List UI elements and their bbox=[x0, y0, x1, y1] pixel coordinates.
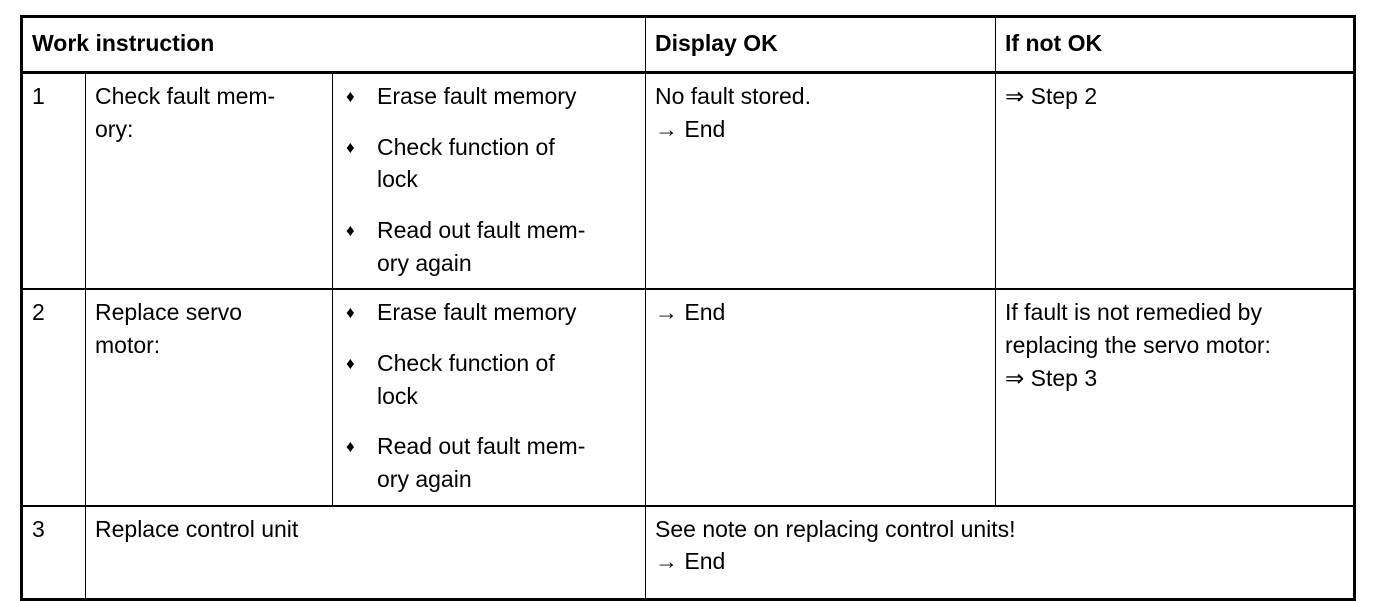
diamond-bullet-icon: ♦ bbox=[346, 353, 355, 373]
table-row: 1 Check fault mem- ory: ♦ Erase fault me… bbox=[21, 72, 1355, 290]
if-not-ok-line: ⇒ Step 3 bbox=[1005, 364, 1098, 391]
display-ok-line: No fault stored. bbox=[655, 83, 811, 109]
step-task-line: Replace control unit bbox=[95, 515, 299, 542]
step-if-not-ok: ⇒ Step 2 bbox=[995, 72, 1355, 290]
display-ok-line: See note on replacing control units! bbox=[655, 515, 1016, 542]
step-task-line: Replace servo bbox=[95, 299, 243, 326]
step-task-line: ory: bbox=[95, 115, 134, 142]
action-text-line: ory again bbox=[377, 465, 472, 492]
list-item: ♦ Erase fault memory bbox=[342, 80, 636, 113]
procedure-table-container: Work instruction Display OK If not OK 1 … bbox=[20, 15, 1356, 601]
step-task: Replace servo motor: bbox=[85, 288, 333, 507]
list-item: ♦ Read out fault mem- ory again bbox=[342, 214, 636, 279]
action-text-line: Read out fault mem- bbox=[377, 216, 586, 243]
if-not-ok-line: If fault is not remedied by bbox=[1005, 299, 1262, 326]
step-display-ok: → End bbox=[645, 288, 996, 507]
if-not-ok-line: ⇒ Step 2 bbox=[1005, 83, 1098, 109]
table-row: 3 Replace control unit See note on repla… bbox=[21, 504, 1355, 601]
step-if-not-ok: If fault is not remedied by replacing th… bbox=[995, 288, 1355, 507]
action-list: ♦ Erase fault memory ♦ Check function of… bbox=[342, 80, 636, 279]
diamond-bullet-icon: ♦ bbox=[346, 303, 355, 323]
column-header-display-ok: Display OK bbox=[645, 16, 996, 74]
action-text-line: Erase fault memory bbox=[377, 299, 577, 326]
table-header-row: Work instruction Display OK If not OK bbox=[21, 16, 1355, 74]
step-display-ok: See note on replacing control units! → E… bbox=[645, 504, 1355, 601]
action-text-line: Check function of bbox=[377, 349, 555, 376]
list-item: ♦ Check function of lock bbox=[342, 347, 636, 412]
step-task: Replace control unit bbox=[85, 504, 646, 601]
action-text-line: lock bbox=[377, 166, 418, 193]
step-display-ok: No fault stored. → End bbox=[645, 72, 996, 290]
action-list: ♦ Erase fault memory ♦ Check function of… bbox=[342, 296, 636, 495]
diamond-bullet-icon: ♦ bbox=[346, 137, 355, 157]
diamond-bullet-icon: ♦ bbox=[346, 437, 355, 457]
list-item: ♦ Read out fault mem- ory again bbox=[342, 430, 636, 495]
document-page: Work instruction Display OK If not OK 1 … bbox=[20, 15, 1356, 601]
action-text-line: Read out fault mem- bbox=[377, 433, 586, 460]
action-text-line: ory again bbox=[377, 249, 472, 276]
display-ok-line: → End bbox=[655, 115, 726, 142]
step-task-line: Check fault mem- bbox=[95, 83, 276, 109]
step-number: 2 bbox=[21, 288, 86, 507]
table-row: 2 Replace servo motor: ♦ Erase fault mem… bbox=[21, 288, 1355, 507]
step-task: Check fault mem- ory: bbox=[85, 72, 333, 290]
list-item: ♦ Check function of lock bbox=[342, 131, 636, 196]
step-actions: ♦ Erase fault memory ♦ Check function of… bbox=[332, 288, 646, 507]
step-task-line: motor: bbox=[95, 331, 161, 358]
display-ok-line: → End bbox=[655, 299, 726, 326]
action-text-line: lock bbox=[377, 382, 418, 409]
action-text-line: Check function of bbox=[377, 133, 555, 160]
diamond-bullet-icon: ♦ bbox=[346, 220, 355, 240]
procedure-table: Work instruction Display OK If not OK 1 … bbox=[20, 15, 1356, 601]
step-number: 1 bbox=[21, 72, 86, 290]
step-number: 3 bbox=[21, 504, 86, 601]
if-not-ok-line: replacing the servo motor: bbox=[1005, 331, 1271, 358]
column-header-work-instruction: Work instruction bbox=[21, 16, 646, 74]
diamond-bullet-icon: ♦ bbox=[346, 87, 355, 106]
column-header-if-not-ok: If not OK bbox=[995, 16, 1355, 74]
action-text-line: Erase fault memory bbox=[377, 83, 577, 109]
list-item: ♦ Erase fault memory bbox=[342, 296, 636, 329]
step-actions: ♦ Erase fault memory ♦ Check function of… bbox=[332, 72, 646, 290]
display-ok-line: → End bbox=[655, 548, 726, 575]
